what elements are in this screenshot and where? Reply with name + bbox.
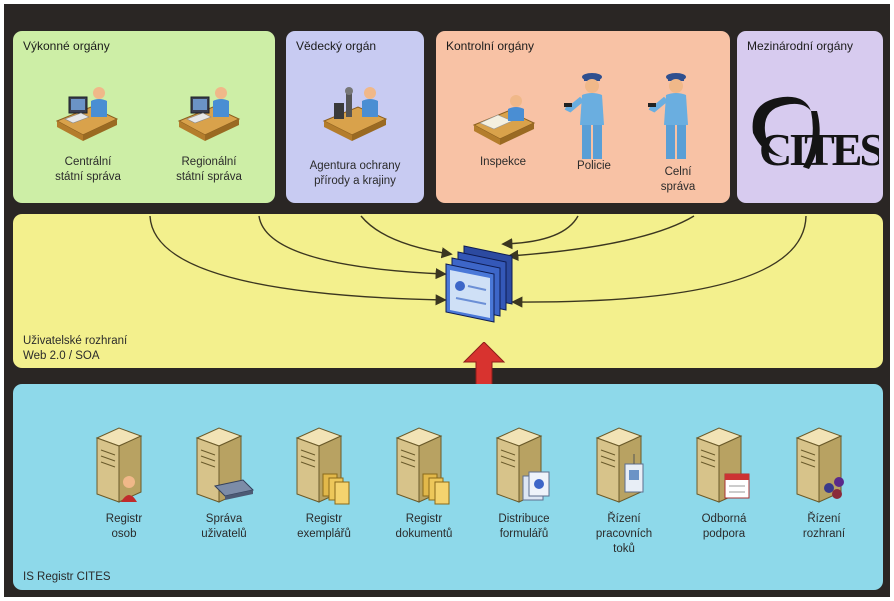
server-icon	[695, 427, 750, 503]
arrow-from-police	[501, 215, 579, 250]
web-pages-icon	[445, 245, 513, 323]
panel-control-bodies: Kontrolní orgány	[436, 31, 730, 203]
server-icon	[195, 427, 255, 503]
server-icon	[395, 427, 450, 505]
diagram-frame: Výkonné orgány Centrální státní správa	[4, 4, 890, 597]
panel-title: Kontrolní orgány	[446, 39, 535, 53]
item-label: Agentura ochrany přírody a krajiny	[309, 160, 401, 187]
inspector-icon	[472, 95, 536, 145]
scientist-desk-icon	[322, 87, 388, 141]
svg-text:CITES: CITES	[759, 124, 879, 175]
item-label: Policie	[577, 160, 611, 172]
registry-title: IS Registr CITES	[23, 571, 111, 583]
server-icon	[295, 427, 350, 505]
server-icon	[95, 427, 143, 503]
panel-title: Výkonné orgány	[23, 39, 110, 53]
arrow-from-cites	[511, 215, 807, 308]
arrow-from-customs	[507, 215, 695, 261]
item-label: Centrální státní správa	[55, 156, 121, 183]
arrow-from-agency	[360, 215, 453, 259]
panel-scientific-body: Vědecký orgán Agentura ochrany přírody a…	[286, 31, 424, 203]
customs-officer-icon	[648, 73, 688, 159]
office-worker-icon	[177, 87, 241, 141]
panel-title: Mezinárodní orgány	[747, 39, 854, 53]
panel-international-bodies: Mezinárodní orgány CITES	[737, 31, 883, 203]
server-icon	[795, 427, 844, 503]
office-worker-icon	[55, 87, 119, 141]
item-label: Celní správa	[660, 166, 696, 193]
panel-title: Vědecký orgán	[296, 39, 377, 53]
panel-executive-bodies: Výkonné orgány Centrální státní správa	[13, 31, 275, 203]
ui-layer-label: Uživatelské rozhraní Web 2.0 / SOA	[23, 335, 128, 362]
server-icon	[495, 427, 550, 503]
cites-logo: CITES	[752, 96, 879, 175]
arrow-from-regional	[258, 215, 447, 280]
server-icon	[595, 427, 644, 503]
policeman-icon	[564, 73, 604, 159]
item-label: Inspekce	[479, 156, 527, 168]
item-label: Regionální státní správa	[176, 156, 242, 183]
arrow-from-central	[149, 215, 447, 306]
connector-arrows	[149, 215, 807, 308]
